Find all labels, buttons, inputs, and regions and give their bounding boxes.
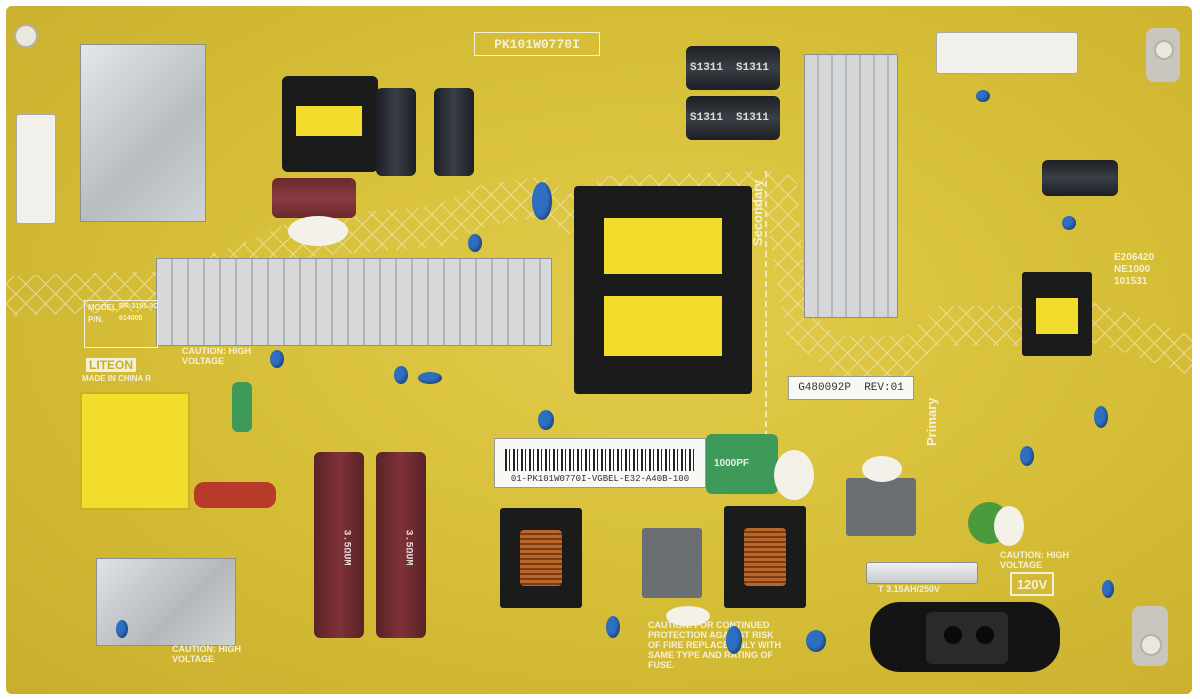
blue-cap [116,620,128,638]
choke-right-winding [744,528,786,586]
connector-left [16,114,56,224]
cap-marking: S1311 [736,62,770,74]
small-transformer-winding [1036,298,1078,334]
barcode-text: 01-PK101W0770I-VGBEL-E32-A40B-100 [510,474,690,484]
blue-cap [394,366,408,384]
film-capacitor-green: 1000PF [706,434,778,494]
cert-code-2: NE1000 [1114,264,1151,275]
cap-tall-marking: 3.5ΩUM [340,529,352,566]
board-id-label: G480092P REV:01 [788,376,914,400]
blue-cap [538,410,554,430]
made-in-label: MADE IN CHINA R [82,374,152,383]
barcode-label: 01-PK101W0770I-VGBEL-E32-A40B-100 [494,438,706,488]
blue-cap [1062,216,1076,230]
blue-cap [270,350,284,368]
heatsink-vertical [804,54,898,318]
model-label: MODEL [88,303,117,312]
pcb-board: PK101W0770I S1311 S1311 S1311 S1311 E206… [6,6,1192,694]
connector-top-right [936,32,1078,74]
transformer-winding-top [604,218,722,274]
blue-cap [532,182,552,220]
caution-hv-1: CAUTION: HIGH VOLTAGE [182,346,251,366]
ac-inlet-socket[interactable] [926,612,1008,664]
blue-cap [1020,446,1034,466]
mount-hole-top-right [1154,40,1174,60]
secondary-label: Secondary [750,179,765,246]
capacitor-brown-small [272,178,356,218]
cap-tall-marking: 3.5ΩUM [402,529,414,566]
caution-hv-2: CAUTION: HIGH VOLTAGE [172,644,241,664]
blue-cap [1102,580,1114,598]
pn-value: 614000 [119,315,143,322]
barcode [505,449,695,471]
cert-code-1: E206420 [1114,252,1155,263]
silicone-blob [994,506,1024,546]
fuse [866,562,978,584]
model-value: BR-3151-3C [119,303,159,310]
board-id-text: G480092P [798,382,851,394]
ac-pin-1 [944,626,962,644]
capacitor-black-1 [376,88,416,176]
x-capacitor-2 [846,478,916,536]
rev-text: REV:01 [864,382,904,394]
blue-cap [418,372,442,384]
film-cap-label: 1000PF [714,458,750,469]
capacitor-black-right [1042,160,1118,196]
fuse-rating: T 3.15AH/250V [878,584,941,594]
metal-shield [80,44,206,222]
blue-cap [606,616,620,638]
capacitor-green-small [232,382,252,432]
blue-cap [1094,406,1108,428]
capacitor-black-2 [434,88,474,176]
silicone-blob [862,456,902,482]
blue-cap [976,90,990,102]
choke-left-winding [520,530,562,586]
voltage-label: 120V [1010,572,1054,596]
cap-marking: S1311 [690,62,724,74]
capacitor-pair-bottom: S1311 S1311 [686,96,780,140]
fuse-warning: CAUTION: FOR CONTINUED PROTECTION AGAINS… [648,620,782,670]
capacitor-brown-tall-2: 3.5ΩUM [376,452,426,638]
part-number: PK101W0770I [474,32,600,56]
cert-code-3: 101531 [1114,276,1148,287]
standby-transformer-left [80,392,190,510]
transformer-tape [296,106,362,136]
transformer-winding-bottom [604,296,722,356]
x-capacitor-1 [642,528,702,598]
capacitor-red [194,482,276,508]
silicone-blob [288,216,348,246]
mount-hole-top-left [14,24,38,48]
caution-hv-3: CAUTION: HIGH VOLTAGE [1000,550,1069,570]
primary-label: Primary [924,397,939,446]
cap-marking: S1311 [736,112,770,124]
silicone-blob [774,450,814,500]
brand-label: LITEON [86,358,136,372]
silicone-blob [666,606,710,626]
capacitor-brown-tall-1: 3.5ΩUM [314,452,364,638]
pn-label: P/N. [88,315,104,324]
blue-cap [468,234,482,252]
model-table: MODEL BR-3151-3C P/N. 614000 [84,300,158,348]
mount-hole-bottom-right [1140,634,1162,656]
capacitor-pair-top: S1311 S1311 [686,46,780,90]
ac-pin-2 [976,626,994,644]
blue-cap [726,626,742,654]
heatsink-horizontal [156,258,552,346]
cap-marking: S1311 [690,112,724,124]
blue-cap [806,630,826,652]
